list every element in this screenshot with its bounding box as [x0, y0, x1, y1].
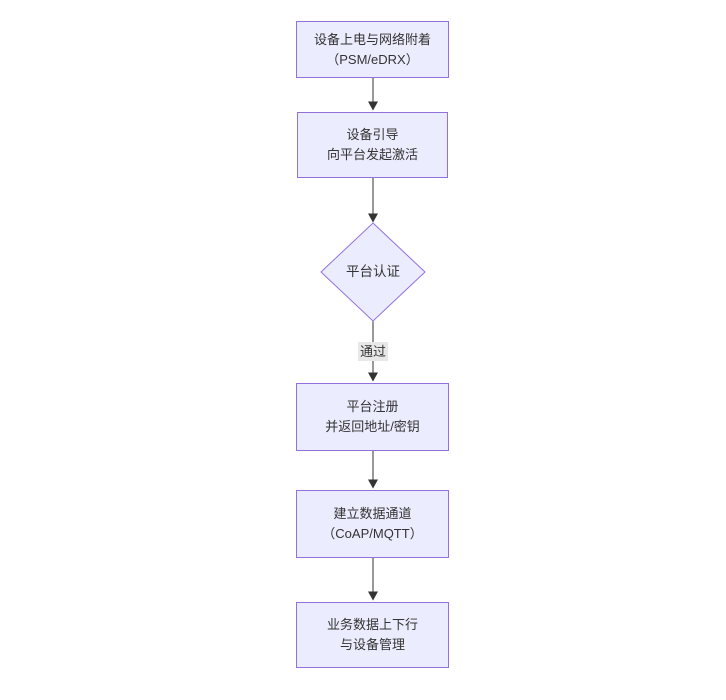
node-data-channel: 建立数据通道 （CoAP/MQTT） — [296, 490, 449, 558]
node-business-data: 业务数据上下行 与设备管理 — [296, 602, 449, 668]
node-line: 平台注册 — [346, 399, 399, 414]
node-line: 业务数据上下行 — [326, 617, 418, 632]
node-line: 设备上电与网络附着 — [313, 31, 431, 47]
node-line: （PSM/eDRX） — [326, 51, 419, 67]
node-line: 向平台发起激活 — [326, 147, 418, 162]
node-line: （CoAP/MQTT） — [322, 526, 423, 541]
decision-diamond-shape — [320, 222, 426, 322]
node-line: 与设备管理 — [339, 637, 405, 652]
node-line: 建立数据通道 — [333, 506, 412, 521]
node-line: 设备引导 — [346, 127, 399, 142]
edge-label-pass: 通过 — [357, 342, 389, 361]
node-device-bootstrap: 设备引导 向平台发起激活 — [297, 112, 448, 178]
node-line: 并返回地址/密钥 — [325, 419, 420, 434]
node-platform-register: 平台注册 并返回地址/密钥 — [296, 383, 449, 451]
node-power-network-attach: 设备上电与网络附着 （PSM/eDRX） — [296, 21, 449, 78]
decision-platform-auth-label: 平台认证 — [346, 264, 400, 279]
